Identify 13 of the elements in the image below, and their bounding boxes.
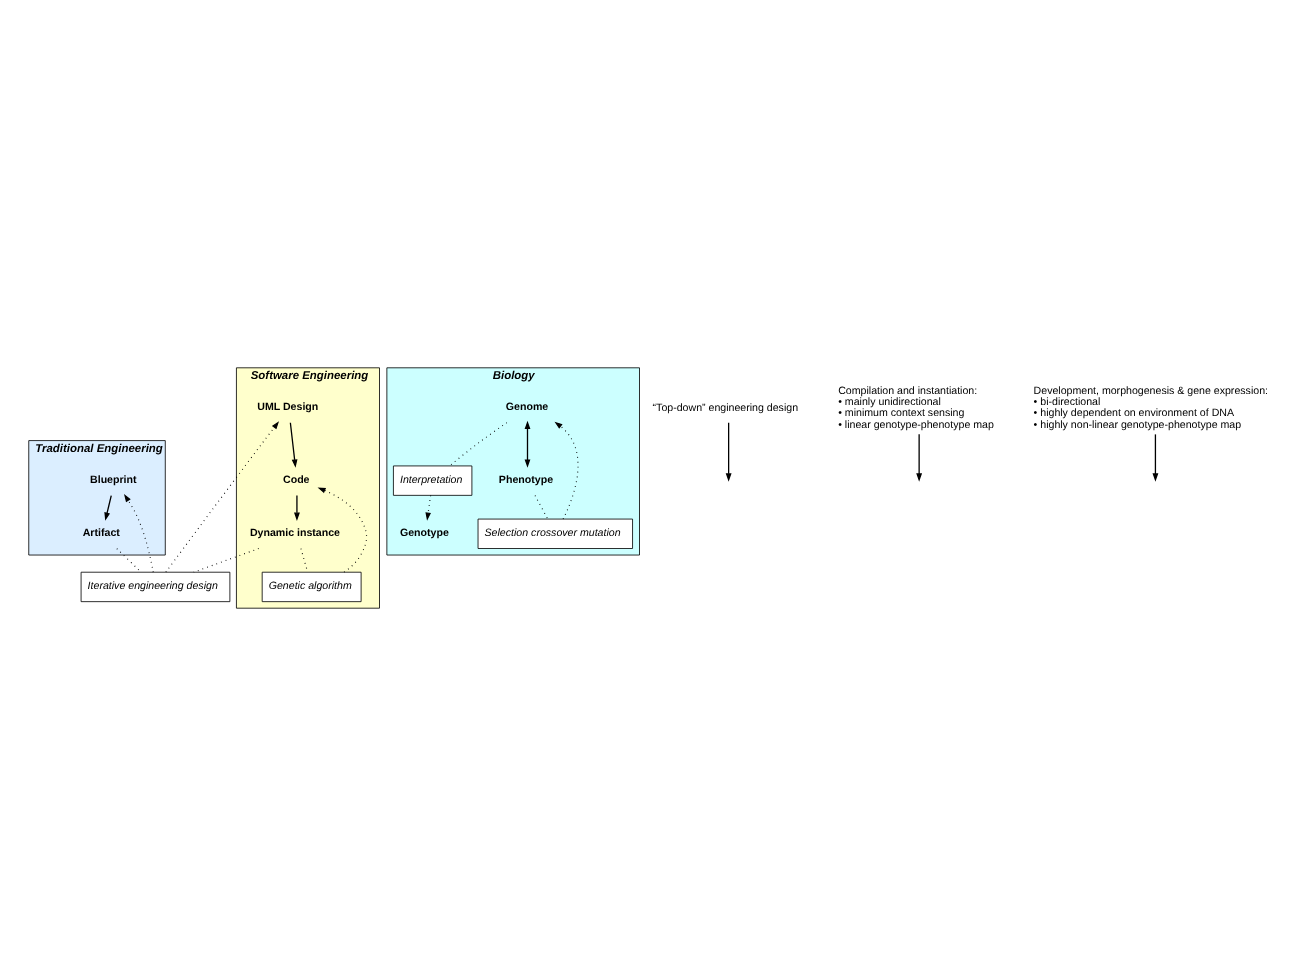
arrow: [165, 421, 279, 573]
connector: [534, 494, 549, 520]
arrow: [294, 494, 300, 521]
arrow: [124, 494, 154, 573]
arrow: [916, 433, 923, 482]
arrow: [554, 421, 579, 520]
arrow: [1152, 433, 1159, 482]
arrow: [317, 487, 368, 573]
arrow: [289, 422, 298, 468]
arrow: [104, 494, 112, 521]
arrow: [524, 420, 531, 468]
arrow: [725, 422, 732, 482]
connector: [116, 548, 142, 573]
